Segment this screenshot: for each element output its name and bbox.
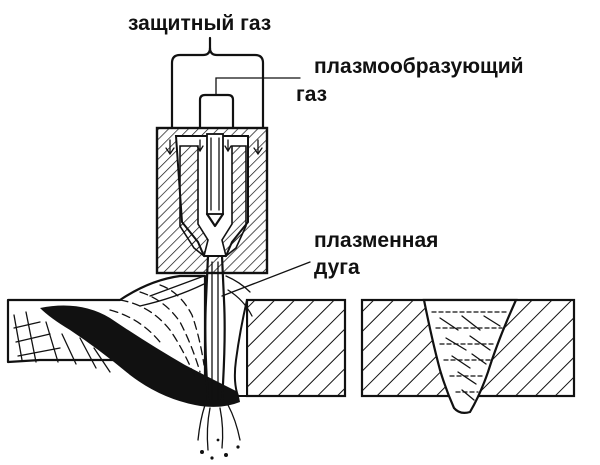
plasma-arc-leader — [221, 261, 311, 297]
torch-nozzle — [155, 126, 269, 275]
label-plasma-gas-line2: газ — [296, 83, 327, 106]
label-shielding-gas: защитный газ — [128, 12, 271, 35]
label-plasma-gas-line1: плазмообразующий — [314, 55, 524, 78]
plasma-gas-tube — [198, 77, 301, 130]
left-workpiece — [6, 274, 240, 407]
shielding-gas-bracket — [170, 36, 265, 130]
plasma-arc — [139, 254, 311, 460]
plasma-gas-leader — [215, 77, 301, 96]
right-workpiece — [233, 298, 347, 398]
fusion-zone — [40, 305, 240, 407]
label-plasma-arc-line1: плазменная — [314, 229, 438, 252]
finished-weld-joint — [360, 298, 576, 414]
label-plasma-arc-line2: дуга — [314, 256, 360, 279]
